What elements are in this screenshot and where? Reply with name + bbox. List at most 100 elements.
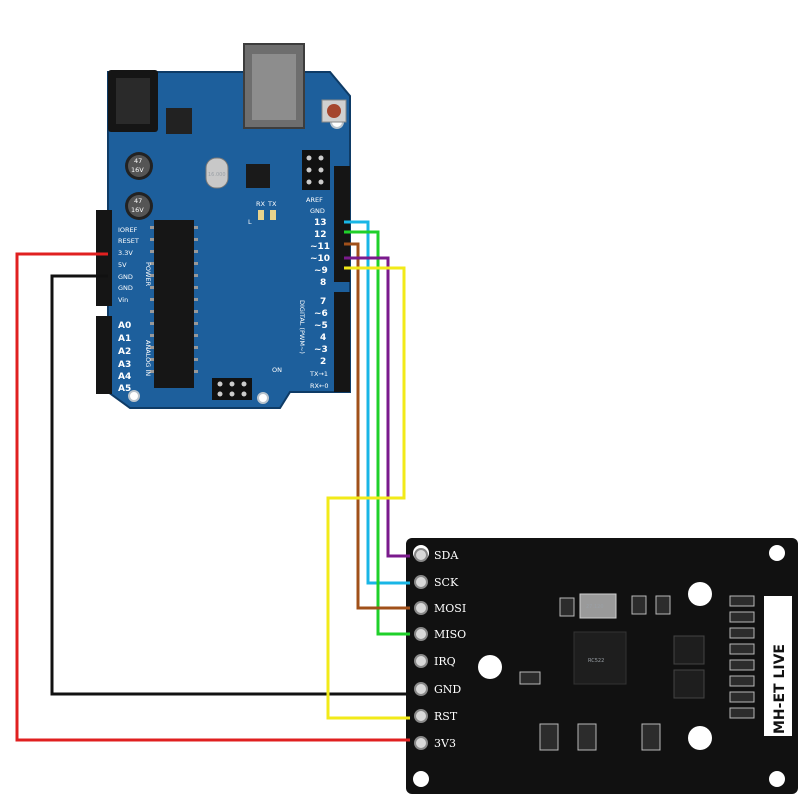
atmega-mcu <box>154 220 194 388</box>
pin-label-11: ~11 <box>310 242 330 252</box>
pin-label-10: ~10 <box>310 254 330 264</box>
svg-text:16V: 16V <box>131 206 144 214</box>
smd-component <box>641 723 661 751</box>
smd-component <box>519 671 541 685</box>
pin-label-ioref: IOREF <box>118 226 138 234</box>
digital-pin-labels: AREF GND 13 12 ~11 ~10 ~9 8 7 ~6 ~5 4 ~3… <box>298 196 330 390</box>
svg-text:16V: 16V <box>131 166 144 174</box>
mounting-hole <box>128 390 140 402</box>
mounting-hole <box>688 582 712 606</box>
wire-sda <box>344 256 410 558</box>
pin-label-a4: A4 <box>118 372 131 382</box>
capacitor: 47 16V <box>125 152 153 180</box>
pin-label-13: 13 <box>314 218 327 228</box>
pin-label-a2: A2 <box>118 347 131 357</box>
wire-gnd <box>50 274 410 696</box>
smd-component <box>631 595 647 615</box>
pin-label-sck: SCK <box>434 576 459 589</box>
icsp-header <box>302 150 330 190</box>
digital-header-low <box>334 292 350 392</box>
pin-label-3: ~3 <box>314 345 328 355</box>
pin-label-aref: AREF <box>306 196 323 204</box>
pin-label-a5: A5 <box>118 384 131 394</box>
pin-label-8: 8 <box>320 278 326 288</box>
mounting-hole <box>769 771 785 787</box>
svg-text:47: 47 <box>134 197 142 205</box>
svg-text:27.120: 27.120 <box>586 604 604 610</box>
pin-label-gnd: GND <box>118 284 133 292</box>
svg-text:47: 47 <box>134 157 142 165</box>
pin-label-2: 2 <box>320 357 326 367</box>
pin-label-gnd: GND <box>310 207 325 215</box>
brand-plate <box>764 596 792 736</box>
pin-label-a3: A3 <box>118 360 131 370</box>
usb-chip <box>246 164 270 188</box>
pin-label-12: 12 <box>314 230 327 240</box>
mounting-hole <box>769 545 785 561</box>
pin-label-5: ~5 <box>314 321 328 331</box>
pin-label-vin: Vin <box>118 296 128 304</box>
pin-label-miso: MISO <box>434 628 466 641</box>
svg-text:TX: TX <box>267 200 277 208</box>
capacitor: 47 16V <box>125 192 153 220</box>
crystal-oscillator <box>205 157 229 189</box>
wire-3v3 <box>15 252 410 742</box>
pin-label-rst: RST <box>434 710 458 723</box>
analog-pin-labels: A0 A1 A2 A3 A4 A5 ANALOG IN <box>118 321 152 394</box>
rfid-pin-labels: SDA SCK MOSI MISO IRQ GND RST 3V3 <box>434 549 466 750</box>
analog-label: ANALOG IN <box>144 340 152 376</box>
pin-label-reset: RESET <box>118 237 139 245</box>
wires <box>15 220 410 742</box>
smd-component <box>577 723 597 751</box>
pin-label-rx: RX←0 <box>310 382 329 390</box>
mounting-hole <box>688 726 712 750</box>
power-pin-labels: IOREF RESET 3.3V 5V GND GND Vin POWER <box>118 226 152 304</box>
arduino-uno-board: 47 16V 47 16V 16.000 RX TX L <box>96 43 351 409</box>
svg-text:L: L <box>248 218 252 226</box>
analog-header <box>96 316 112 394</box>
icsp-header-bottom <box>212 378 252 400</box>
pin-label-tx: TX→1 <box>309 370 328 378</box>
mounting-hole <box>413 771 429 787</box>
mounting-hole <box>257 392 269 404</box>
power-label: POWER <box>144 262 152 287</box>
pin-label-3v3: 3V3 <box>434 737 456 750</box>
rfid-pin-pads <box>414 548 428 750</box>
pin-label-irq: IRQ <box>434 655 456 668</box>
smd-component <box>559 597 575 617</box>
digital-label: DIGITAL (PWM~) <box>298 300 306 354</box>
crystal <box>579 593 617 619</box>
svg-text:ON: ON <box>272 366 282 374</box>
pin-label-3v3: 3.3V <box>118 249 133 257</box>
svg-text:RX: RX <box>256 200 266 208</box>
pin-label-9: ~9 <box>314 266 328 276</box>
wire-mosi <box>344 242 410 610</box>
power-header <box>96 210 112 306</box>
pin-label-a0: A0 <box>118 321 131 331</box>
wire-rst <box>326 266 410 720</box>
pin-label-mosi: MOSI <box>434 602 466 615</box>
pin-label-gnd: GND <box>434 683 461 696</box>
smd-component <box>539 723 559 751</box>
pin-label-7: 7 <box>320 297 326 307</box>
pin-label-gnd: GND <box>118 273 133 281</box>
pin-label-a1: A1 <box>118 334 131 344</box>
pin-label-5v: 5V <box>118 261 127 269</box>
digital-header-high <box>334 166 350 282</box>
rc522-chip <box>573 631 627 685</box>
smd-component <box>655 595 671 615</box>
resistor-array <box>729 595 755 719</box>
wire-miso <box>344 230 410 636</box>
svg-text:RC522: RC522 <box>588 658 604 664</box>
transistor <box>673 635 705 665</box>
mounting-hole <box>478 655 502 679</box>
svg-text:16.000: 16.000 <box>208 172 226 178</box>
transistor <box>673 669 705 699</box>
pin-label-sda: SDA <box>434 549 459 562</box>
rfid-module: SDA SCK MOSI MISO IRQ GND RST 3V3 27.120… <box>406 538 798 794</box>
wire-sck <box>344 220 410 585</box>
voltage-regulator <box>166 108 192 134</box>
brand-label: MH-ET LIVE <box>772 644 788 734</box>
pin-label-6: ~6 <box>314 309 328 319</box>
